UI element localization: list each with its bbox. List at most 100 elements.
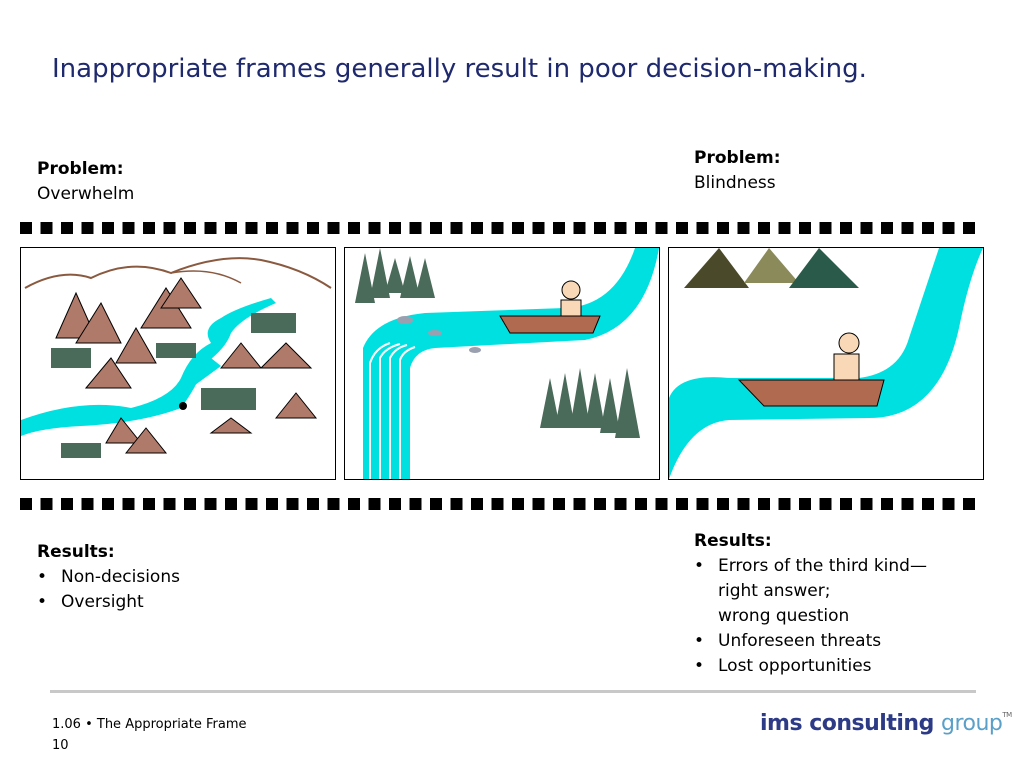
film-strip-hole [163, 222, 176, 234]
film-strip-hole [389, 222, 401, 234]
film-strip-hole [840, 498, 852, 510]
film-strip-hole [143, 222, 155, 234]
film-strip-hole [409, 498, 422, 510]
film-strip-hole [676, 222, 688, 234]
film-strip-hole [778, 498, 791, 510]
problem-right-text: Blindness [694, 173, 776, 193]
film-strip-hole [204, 222, 217, 234]
film-strip-hole [594, 222, 606, 234]
person-icon [561, 280, 581, 300]
film-strip-hole [327, 498, 340, 510]
film-strip-hole [532, 222, 545, 234]
film-strip-hole [184, 222, 196, 234]
film-strip-hole [348, 222, 360, 234]
film-strip-hole [81, 222, 94, 234]
film-strip-hole [40, 498, 53, 510]
problem-right-heading: Problem: [694, 148, 781, 168]
film-strip-hole [635, 498, 647, 510]
footer-section: 1.06 • The Appropriate Frame [52, 717, 247, 732]
film-strip-hole [266, 498, 278, 510]
film-strip-hole [512, 222, 524, 234]
film-strip-hole [901, 222, 914, 234]
film-strip-hole [573, 498, 586, 510]
film-strip-hole [696, 222, 709, 234]
results-left-list: •Non-decisions •Oversight [37, 565, 180, 615]
footer-divider [50, 690, 976, 693]
film-strip-hole [635, 222, 647, 234]
frame-waterfall [344, 247, 660, 480]
results-right: Results: • Errors of the third kind— rig… [694, 529, 927, 679]
mountain-group [55, 277, 318, 454]
film-strip-hole [819, 222, 832, 234]
film-strip-hole [245, 498, 258, 510]
film-strip-hole [81, 498, 94, 510]
film-strip-hole [286, 222, 299, 234]
film-strip-hole [307, 498, 319, 510]
film-strip-hole [881, 498, 893, 510]
film-strip-hole [389, 498, 401, 510]
mountains-icon [21, 257, 332, 458]
film-strip-hole [450, 498, 463, 510]
film-strip-hole [143, 498, 155, 510]
film-strip-hole [778, 222, 791, 234]
film-strip-hole [594, 498, 606, 510]
results-right-heading: Results: [694, 531, 772, 551]
boat-icon [499, 315, 601, 334]
film-strip-hole [737, 498, 750, 510]
list-item: •Oversight [37, 592, 144, 612]
film-strip-hole [553, 222, 565, 234]
forest-icon [51, 313, 296, 458]
film-strip-hole [61, 498, 73, 510]
film-strip-hole [450, 222, 463, 234]
forest-icon [684, 248, 859, 288]
film-strip-hole [122, 498, 135, 510]
frame-blindness [668, 247, 984, 480]
film-strip-hole [799, 222, 811, 234]
film-strip-hole [717, 498, 729, 510]
results-right-list: • Errors of the third kind— right answer… [694, 554, 927, 679]
film-strip-hole [491, 498, 504, 510]
boat-icon [179, 402, 187, 410]
film-strip-hole [922, 222, 934, 234]
list-item: •Unforeseen threats [694, 631, 882, 651]
results-left: Results: •Non-decisions •Oversight [37, 540, 180, 615]
list-item: •Lost opportunities [694, 656, 872, 676]
film-strip-hole [963, 222, 975, 234]
company-logo: ims consulting groupTM [760, 711, 1012, 736]
film-strip-hole [512, 498, 524, 510]
film-strip-hole [307, 222, 319, 234]
film-strip-hole [368, 222, 381, 234]
film-strip-hole [655, 498, 668, 510]
film-strip-hole [40, 222, 53, 234]
film-strip-hole [573, 222, 586, 234]
film-strip-hole [266, 222, 278, 234]
film-strip-hole [614, 222, 627, 234]
film-strip-hole [430, 498, 442, 510]
film-strip-hole [286, 498, 299, 510]
film-strip-hole [737, 222, 750, 234]
film-strip-hole [860, 222, 873, 234]
film-strip-hole [245, 222, 258, 234]
film-strip-hole [942, 498, 955, 510]
results-left-heading: Results: [37, 542, 115, 562]
film-strip-hole [901, 498, 914, 510]
film-strip-hole [20, 498, 32, 510]
problem-left-text: Overwhelm [37, 184, 135, 204]
film-strip-hole [102, 222, 114, 234]
film-strip-bottom [20, 498, 975, 510]
film-strip-hole [819, 498, 832, 510]
film-strip-hole [225, 222, 237, 234]
film-strip-hole [102, 498, 114, 510]
film-strip-hole [696, 498, 709, 510]
film-strip-hole [758, 498, 770, 510]
film-strip-top [20, 222, 975, 234]
film-strip-hole [430, 222, 442, 234]
frame-overwhelm [20, 247, 336, 480]
film-strip-hole [409, 222, 422, 234]
film-strip-hole [471, 498, 483, 510]
river-icon [669, 248, 983, 479]
film-strip-hole [348, 498, 360, 510]
film-strip-hole [204, 498, 217, 510]
film-strip-hole [20, 222, 32, 234]
film-strip-hole [368, 498, 381, 510]
